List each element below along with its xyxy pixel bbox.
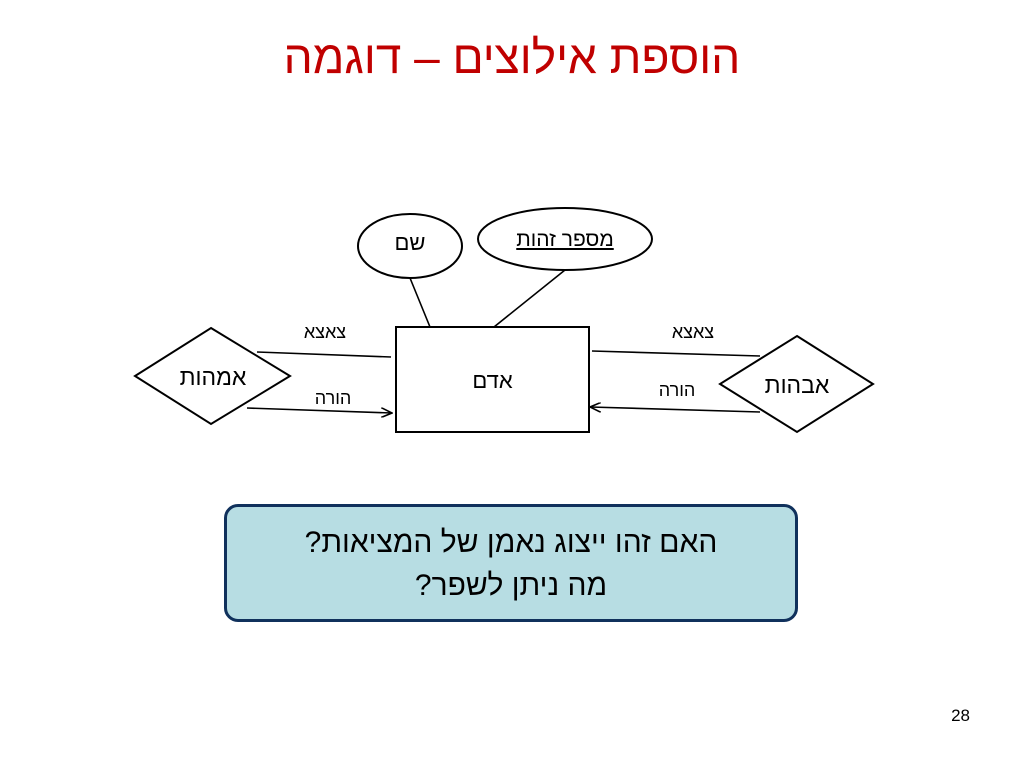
slide-title: הוספת אילוצים – דוגמה <box>283 31 741 83</box>
name-attribute-ellipse <box>357 213 463 279</box>
right-child-connector <box>591 350 761 357</box>
question-line-2: מה ניתן לשפר? <box>414 569 608 602</box>
maternity-relationship-label: אמהות <box>179 364 247 390</box>
id-attribute-label: מספר זהות <box>516 228 614 251</box>
right-parent-arrow <box>590 407 761 413</box>
question-callout: האם זהו ייצוג נאמן של המציאות? מה ניתן ל… <box>224 504 798 622</box>
left-parent-role-label: הורה <box>314 388 352 408</box>
left-child-role-label: צאצא <box>303 322 347 342</box>
name-attribute-connector <box>409 277 431 328</box>
slide-number: 28 <box>951 706 970 725</box>
entity-person-box <box>395 326 590 433</box>
left-child-connector <box>256 351 392 358</box>
paternity-relationship-label: אבהות <box>764 372 830 398</box>
maternity-relationship-diamond <box>133 326 292 426</box>
paternity-relationship-diamond <box>718 334 875 434</box>
right-parent-role-label: הורה <box>658 380 696 400</box>
right-child-role-label: צאצא <box>671 322 715 342</box>
name-attribute-label: שם <box>394 230 426 255</box>
question-line-1: האם זהו ייצוג נאמן של המציאות? <box>304 526 718 559</box>
id-attribute-ellipse <box>477 207 653 271</box>
left-parent-arrow <box>246 407 392 413</box>
entity-person-label: אדם <box>472 368 513 393</box>
id-attribute-connector <box>493 269 566 328</box>
